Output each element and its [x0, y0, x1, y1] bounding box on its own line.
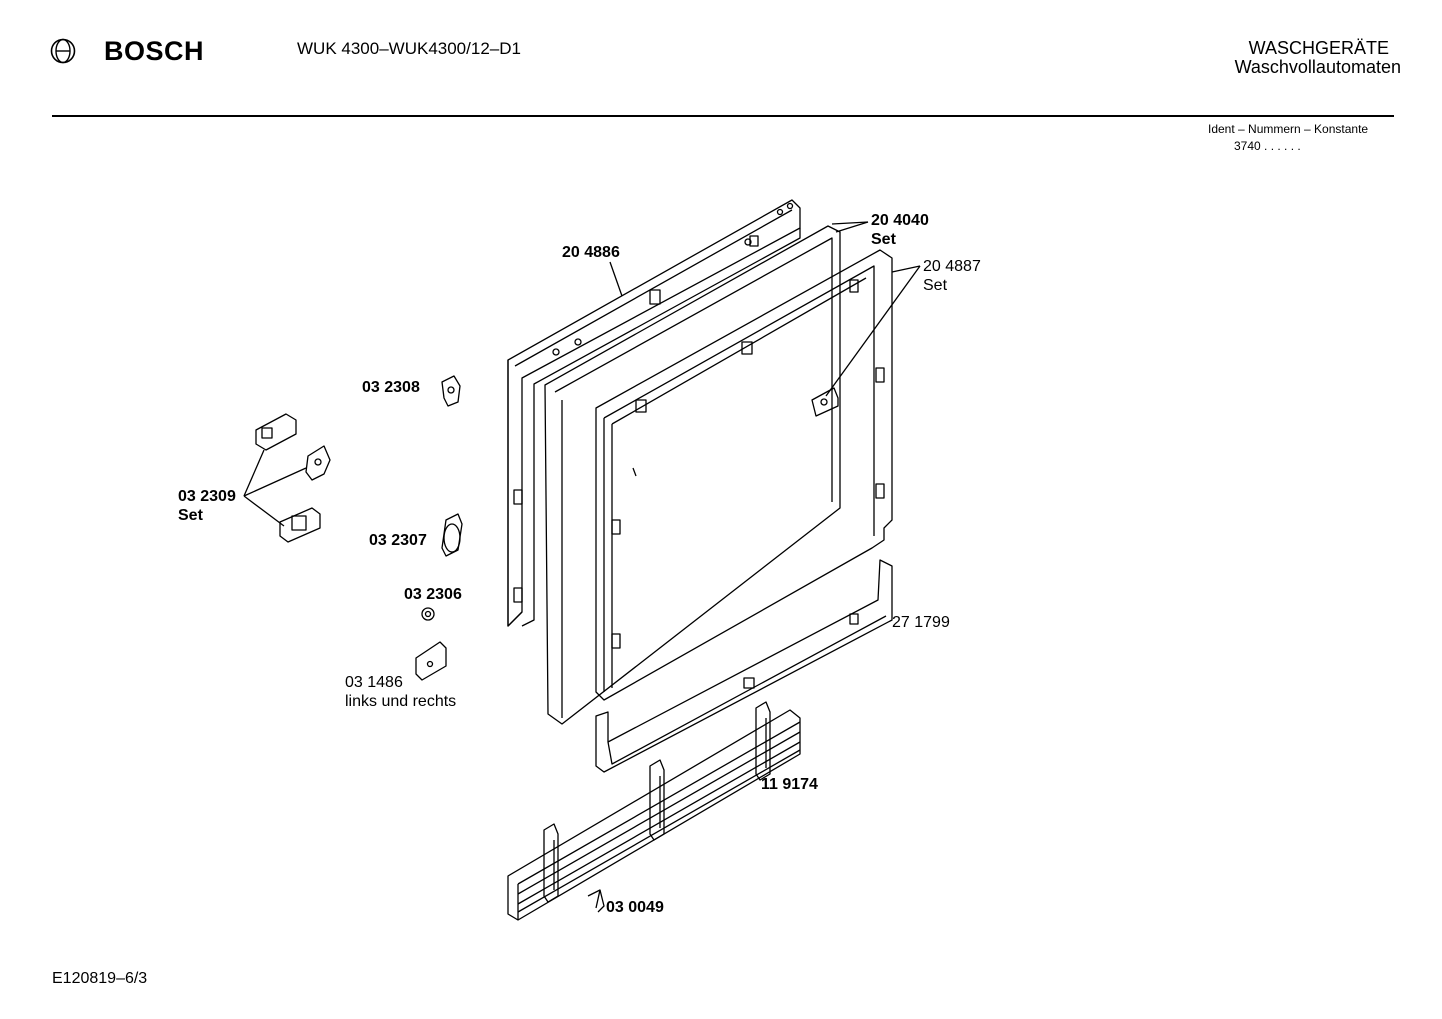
side-bracket-part — [415, 641, 447, 681]
part-note-label: Set — [178, 507, 203, 524]
part-number-label: 27 1799 — [892, 614, 950, 631]
footer-document-code: E120819–6/3 — [52, 970, 148, 987]
part-number-label: 03 2307 — [369, 532, 427, 549]
part-number-label: 03 1486 — [345, 674, 403, 691]
part-number-label: 03 0049 — [606, 899, 664, 916]
clip-part — [587, 889, 605, 913]
bottom-channel-part — [595, 559, 893, 773]
brand-logo-text: BOSCH — [104, 36, 205, 66]
hinge-part — [441, 375, 461, 407]
outer-frame-part — [507, 199, 801, 627]
bosch-armature-logo-icon — [50, 38, 76, 64]
model-title: WUK 4300–WUK4300/12–D1 — [297, 39, 521, 58]
part-note-label: links und rechts — [345, 693, 457, 710]
frame-bracket-part — [811, 387, 839, 417]
category-title: WASCHGERÄTE — [1248, 38, 1389, 58]
part-number-label: 20 4040 — [871, 212, 929, 229]
header-divider — [52, 115, 1394, 117]
ident-value: 3740 . . . . . . — [1234, 139, 1301, 153]
part-number-label: 03 2309 — [178, 488, 236, 505]
part-note-label: Set — [871, 231, 896, 248]
vent-grille-part — [507, 701, 801, 921]
knob-part — [421, 607, 435, 621]
latch-part — [441, 513, 463, 557]
part-number-label: 03 2306 — [404, 586, 462, 603]
part-number-label: 11 9174 — [761, 776, 818, 793]
part-number-label: 20 4887 — [923, 258, 981, 275]
inner-frame-part — [595, 249, 893, 701]
part-number-label: 20 4886 — [562, 244, 620, 261]
part-note-label: Set — [923, 277, 948, 294]
middle-panel-part — [544, 225, 841, 725]
ident-label: Ident – Nummern – Konstante — [1208, 122, 1369, 136]
part-number-label: 03 2308 — [362, 379, 420, 396]
leader-lines — [243, 221, 921, 527]
lock-set-part — [255, 413, 331, 543]
category-subtitle: Waschvollautomaten — [1234, 57, 1401, 77]
